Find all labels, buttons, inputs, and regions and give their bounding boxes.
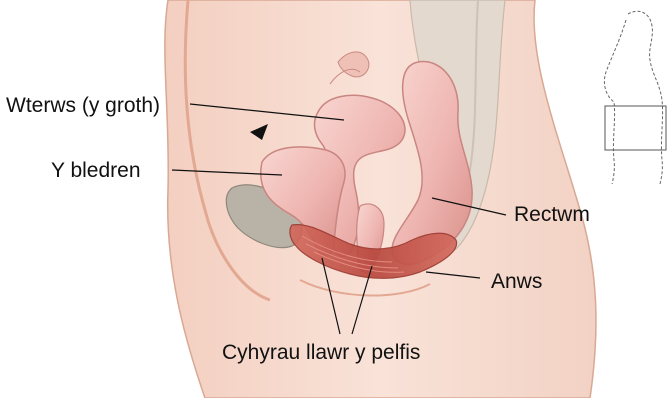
label-bladder: Y bledren xyxy=(51,159,141,182)
label-rectum: Rectwm xyxy=(514,203,590,226)
label-anus: Anws xyxy=(491,270,542,293)
thumbnail-focus-box xyxy=(605,106,666,150)
body-outline-icon xyxy=(604,11,666,184)
label-uterus: Wterws (y groth) xyxy=(6,94,160,117)
label-pelvic-floor: Cyhyrau llawr y pelfis xyxy=(222,341,420,364)
